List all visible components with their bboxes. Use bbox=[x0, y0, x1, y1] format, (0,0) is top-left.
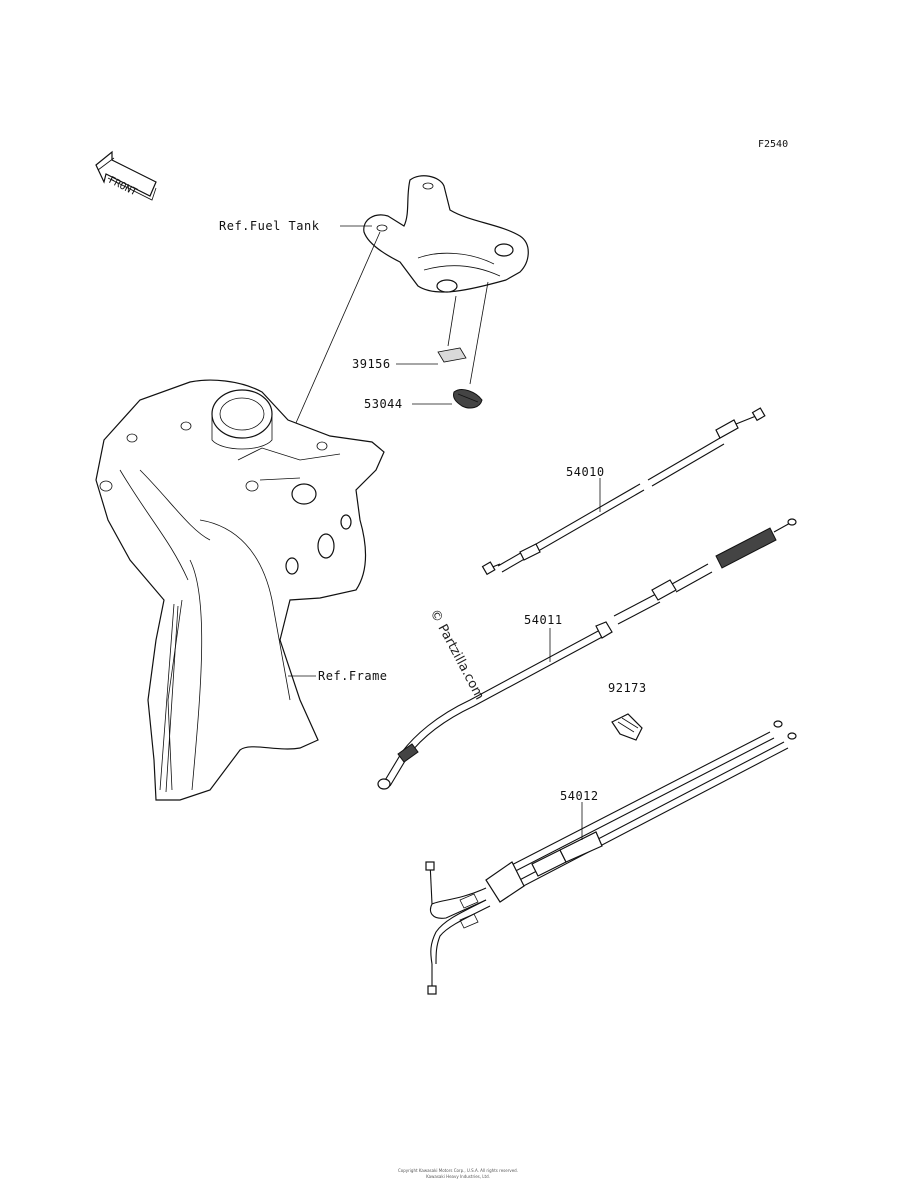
copyright-line-2: Kawasaki Heavy Industries, Ltd. bbox=[426, 1174, 490, 1179]
cable-54011 bbox=[377, 518, 797, 790]
callout-39156: 39156 bbox=[352, 357, 391, 371]
callout-92173: 92173 bbox=[608, 681, 647, 695]
copyright-line-1: Copyright Kawasaki Motors Corp., U.S.A. … bbox=[398, 1168, 518, 1173]
watermark: © Partzilla.com bbox=[426, 607, 486, 703]
callout-fuel-tank-ref: Ref.Fuel Tank bbox=[219, 219, 320, 233]
callout-54010: 54010 bbox=[566, 465, 605, 479]
callout-54011: 54011 bbox=[524, 613, 563, 627]
cable-54010 bbox=[481, 407, 766, 576]
callout-53044: 53044 bbox=[364, 397, 403, 411]
motorcycle-frame bbox=[95, 379, 385, 801]
fuel-tank-bracket bbox=[363, 175, 529, 293]
callout-54012: 54012 bbox=[560, 789, 599, 803]
figure-code: F2540 bbox=[758, 139, 788, 150]
part-53044-grommet bbox=[453, 389, 483, 409]
part-92173-clamp bbox=[611, 713, 643, 741]
front-arrow-icon: FRONT bbox=[95, 150, 157, 201]
cable-54012 bbox=[425, 720, 797, 995]
callout-frame-ref: Ref.Frame bbox=[318, 669, 388, 683]
part-39156-pad bbox=[437, 347, 467, 363]
